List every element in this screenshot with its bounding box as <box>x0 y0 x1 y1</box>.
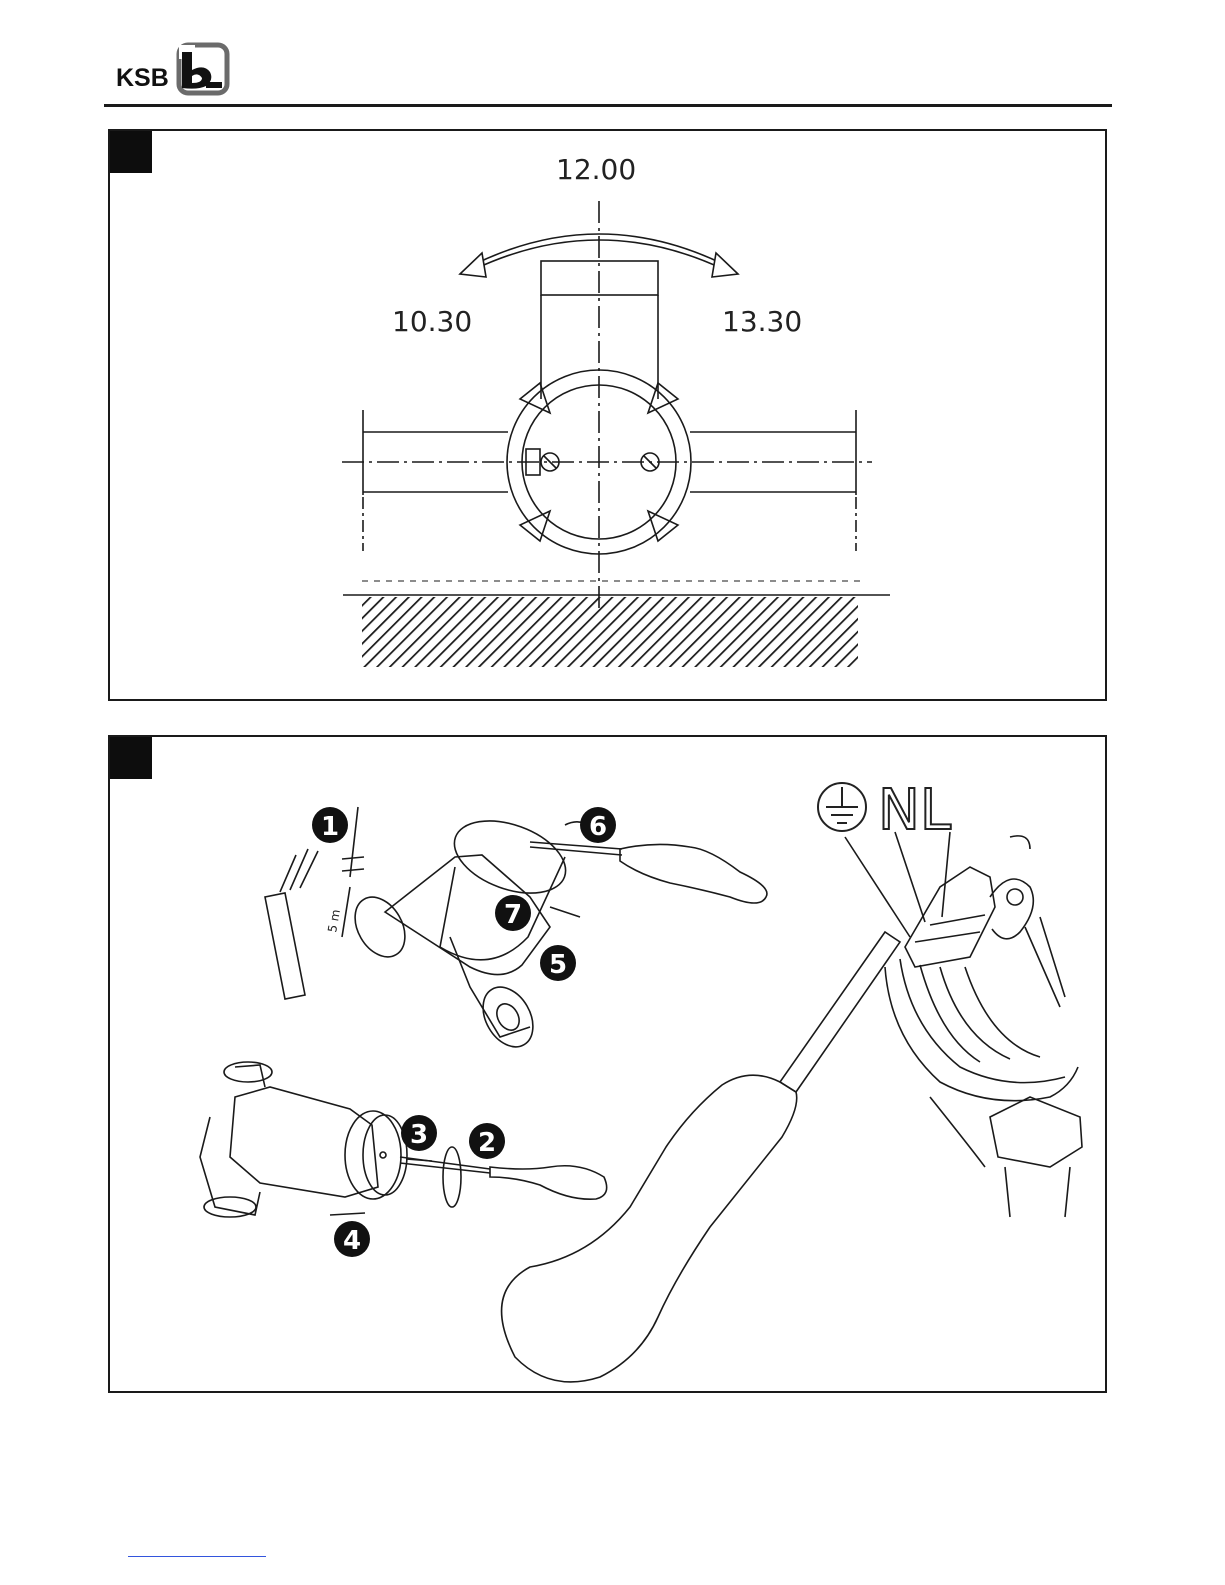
svg-text:5: 5 <box>549 950 567 980</box>
svg-text:3: 3 <box>410 1120 428 1150</box>
svg-text:4: 4 <box>343 1226 361 1256</box>
angle-label-left: 10.30 <box>392 305 472 338</box>
svg-text:7: 7 <box>504 900 522 930</box>
angle-label-right: 13.30 <box>722 305 802 338</box>
figure-2-panel: 5 m NL 1 6 7 5 3 <box>108 735 1107 1393</box>
earth-ground-icon <box>818 783 866 831</box>
svg-text:2: 2 <box>478 1128 496 1158</box>
ksb-b-logo-icon <box>176 42 230 96</box>
footer-link-underline[interactable] <box>128 1556 266 1557</box>
callout-7: 7 <box>495 895 531 931</box>
angle-label-top: 12.00 <box>556 153 636 186</box>
page-header: KSB <box>104 40 1112 106</box>
callout-6: 6 <box>580 807 616 843</box>
floor-hatch <box>362 597 858 667</box>
callout-4: 4 <box>334 1221 370 1257</box>
strip-length-label: 5 m <box>325 908 343 933</box>
figure-2-drawing: 5 m NL 1 6 7 5 3 <box>110 737 1109 1395</box>
callout-1: 1 <box>312 807 348 843</box>
svg-text:1: 1 <box>321 812 339 842</box>
callout-2: 2 <box>469 1123 505 1159</box>
svg-text:6: 6 <box>589 812 607 842</box>
figure-1-panel: 12.00 10.30 13.30 <box>108 129 1107 701</box>
figure-1-drawing: 12.00 10.30 13.30 <box>110 131 1109 703</box>
brand-logo-text: KSB <box>116 64 169 93</box>
callout-3: 3 <box>401 1115 437 1151</box>
callout-5: 5 <box>540 945 576 981</box>
header-divider <box>104 104 1112 107</box>
terminal-letters: NL <box>878 778 951 843</box>
